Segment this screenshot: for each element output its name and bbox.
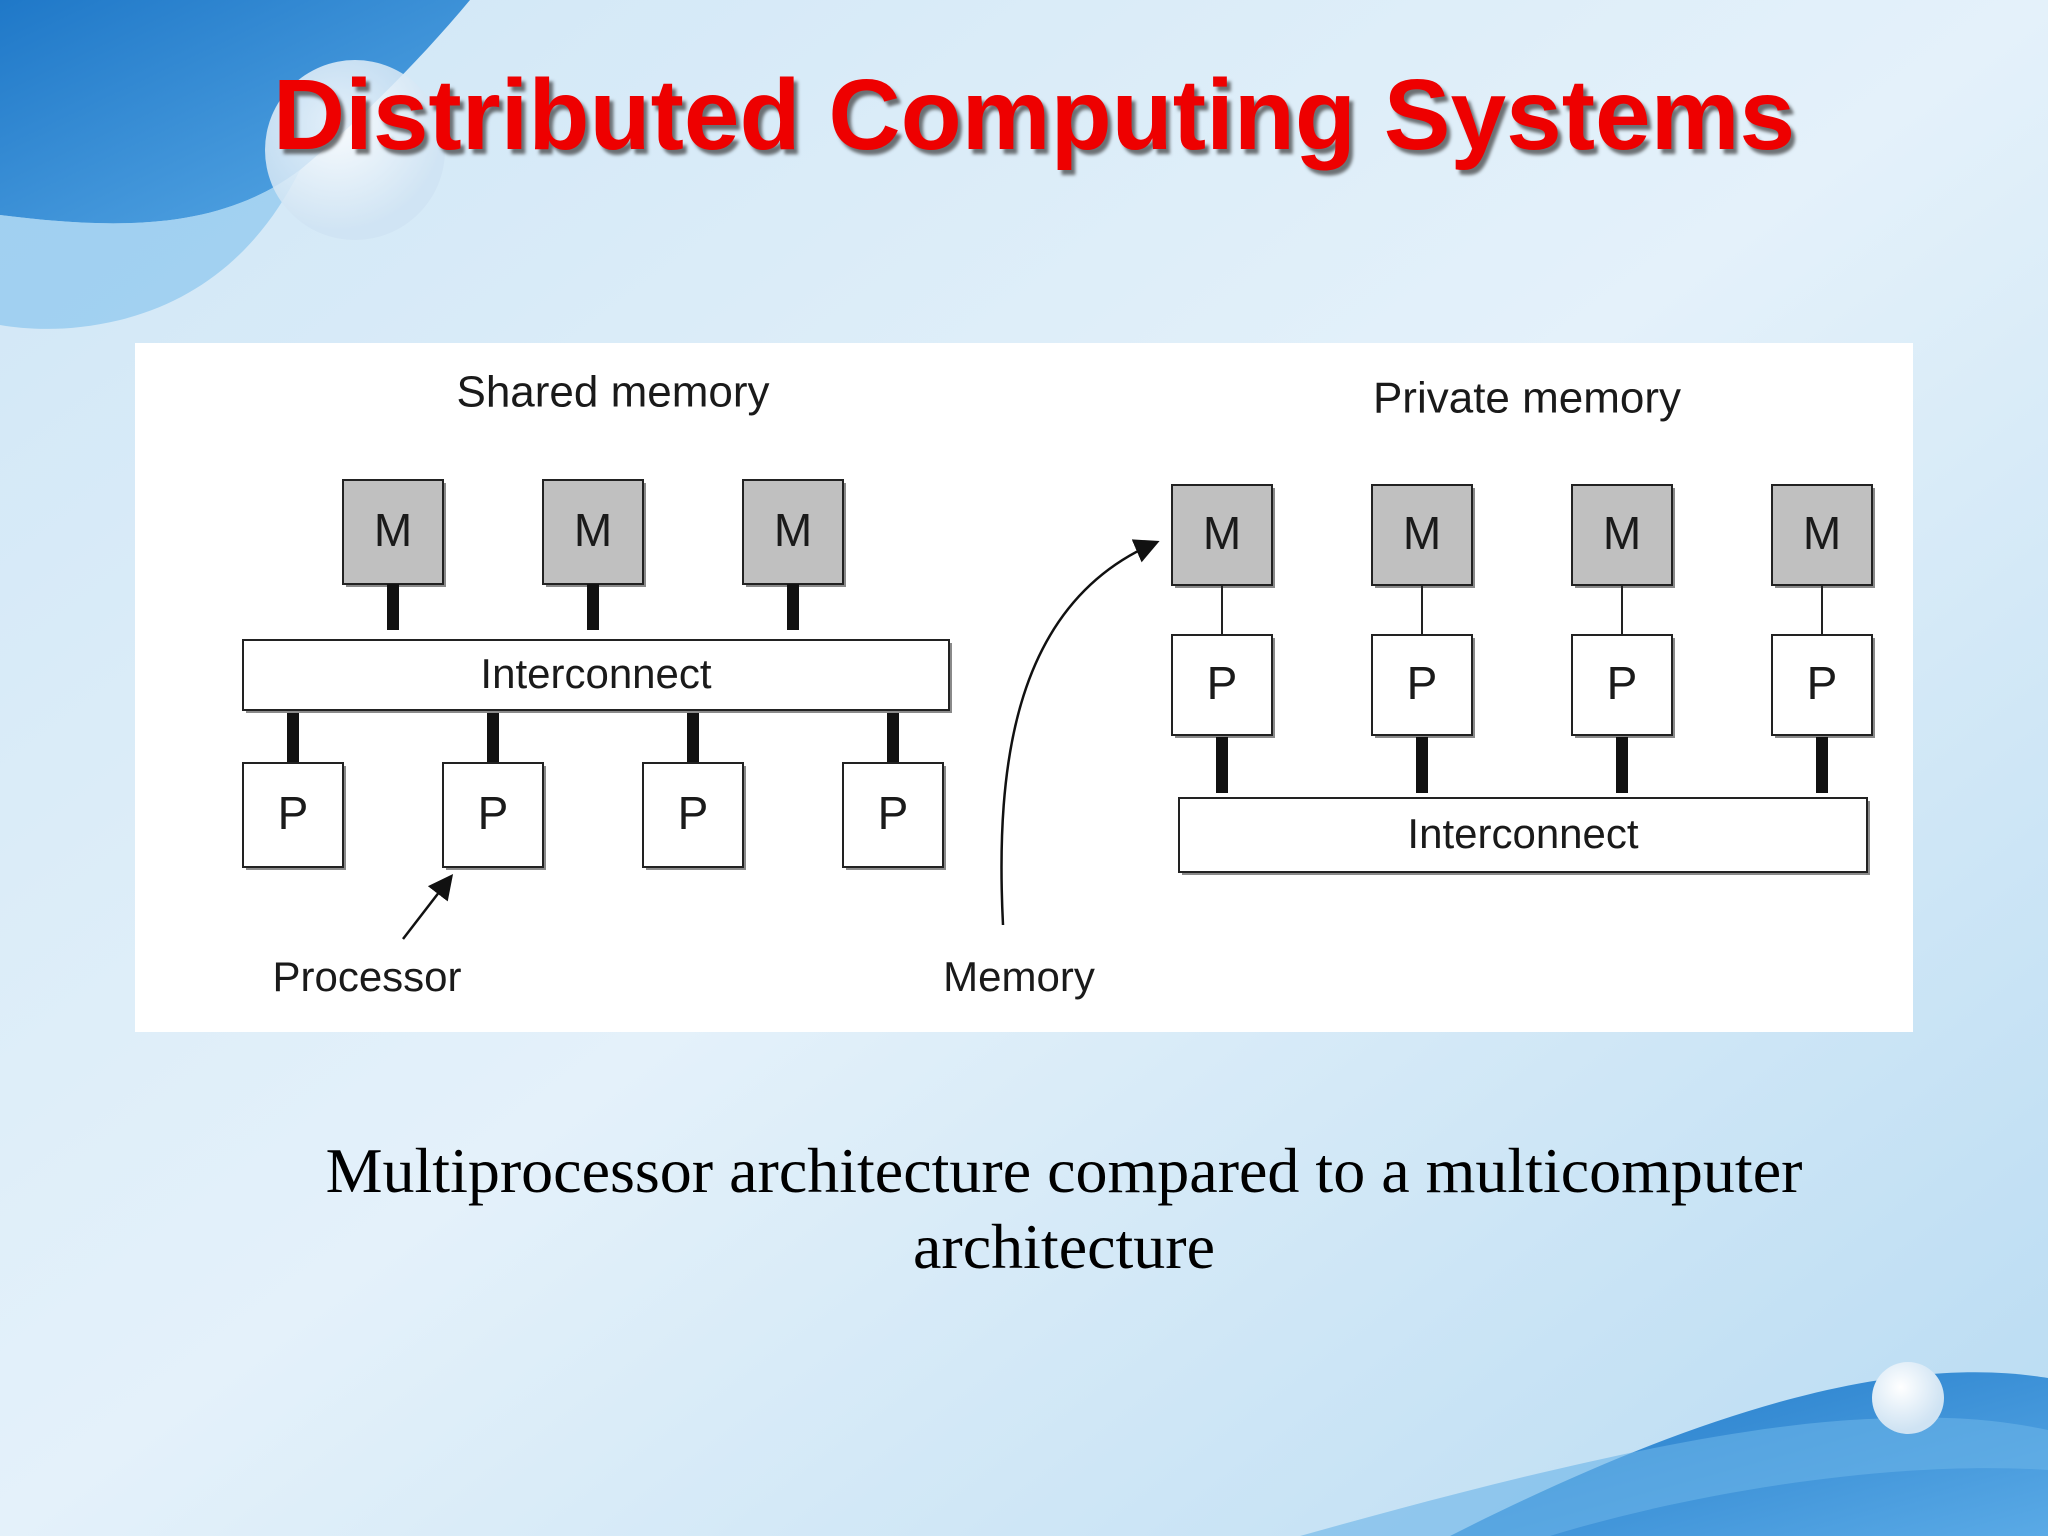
shared-memory-module <box>742 479 844 585</box>
memory-arrow <box>1000 539 1160 926</box>
shared-processor-label: P <box>278 787 309 839</box>
shared-processor <box>242 762 344 868</box>
shared-processor <box>842 762 944 868</box>
private-processor-bus-link <box>1816 737 1828 793</box>
memory-annotation: Memory <box>943 953 1095 1000</box>
shared-memory-module <box>342 479 444 585</box>
shared-processor-bus-link <box>887 713 899 763</box>
shared-memory-heading: Shared memory <box>456 368 769 417</box>
private-interconnect-label: Interconnect <box>1407 810 1638 857</box>
shared-memory-bus-link <box>387 584 399 630</box>
shared-memory-module-label: M <box>574 504 612 556</box>
shared-processor <box>642 762 744 868</box>
shared-memory-module-label: M <box>374 504 412 556</box>
private-processor <box>1571 634 1673 736</box>
private-processor-label: P <box>1607 657 1638 709</box>
shared-memory-module <box>542 479 644 585</box>
slide-title: Distributed Computing Systems <box>272 59 1796 171</box>
private-memory-module-label: M <box>1803 507 1841 559</box>
shared-interconnect-label: Interconnect <box>480 650 711 697</box>
private-memory-module-label: M <box>1203 507 1241 559</box>
private-memory-module <box>1371 484 1473 586</box>
private-processor <box>1371 634 1473 736</box>
shared-processor-bus-link <box>487 713 499 763</box>
private-processor-bus-link <box>1416 737 1428 793</box>
shared-processor-label: P <box>678 787 709 839</box>
private-processor-bus-link <box>1216 737 1228 793</box>
shared-memory-module-label: M <box>774 504 812 556</box>
shared-memory-bus-link <box>787 584 799 630</box>
shared-processor-bus-link <box>687 713 699 763</box>
shared-processor-label: P <box>878 787 909 839</box>
shared-memory-bus-link <box>587 584 599 630</box>
private-memory-heading: Private memory <box>1373 374 1681 423</box>
private-memory-module-label: M <box>1603 507 1641 559</box>
shared-interconnect <box>242 639 950 711</box>
shared-processor <box>442 762 544 868</box>
shared-processor-bus-link <box>287 713 299 763</box>
private-memory-module <box>1771 484 1873 586</box>
private-processor-label: P <box>1807 657 1838 709</box>
processor-annotation: Processor <box>272 953 461 1000</box>
shared-processor-label: P <box>478 787 509 839</box>
private-interconnect <box>1178 797 1868 873</box>
private-processor-label: P <box>1207 657 1238 709</box>
processor-arrow <box>402 874 454 940</box>
private-processor-label: P <box>1407 657 1438 709</box>
slide-caption: Multiprocessor architecture compared to … <box>325 1135 1803 1282</box>
private-processor <box>1171 634 1273 736</box>
private-memory-module-label: M <box>1403 507 1441 559</box>
private-processor <box>1771 634 1873 736</box>
private-processor-bus-link <box>1616 737 1628 793</box>
annotations: Processor Memory <box>272 539 1160 1000</box>
